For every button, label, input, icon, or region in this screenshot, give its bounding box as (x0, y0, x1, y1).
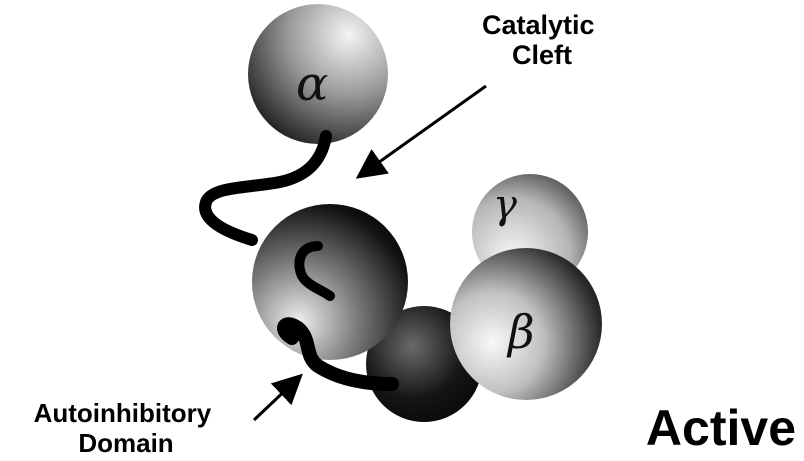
catalytic-cleft-label: Catalytic Cleft (482, 10, 602, 70)
autoinhibitory-domain-label: Autoinhibitory Domain (34, 398, 219, 458)
catalytic-cleft-line2: Cleft (512, 40, 572, 70)
beta-subunit: β (450, 248, 602, 400)
catalytic-cleft-line1: Catalytic (482, 10, 595, 40)
autoinhibitory-line1: Autoinhibitory (34, 398, 212, 428)
autoinhibitory-arrow (254, 384, 292, 420)
gamma-symbol: γ (493, 182, 517, 228)
autoinhibitory-line2: Domain (78, 428, 173, 458)
catalytic-cleft-arrow (368, 86, 486, 170)
state-label: Active (646, 400, 796, 456)
alpha-subunit: α (248, 4, 388, 144)
alpha-symbol: α (296, 56, 328, 112)
beta-symbol: β (506, 305, 535, 359)
catalytic-domain-sphere (252, 204, 408, 360)
